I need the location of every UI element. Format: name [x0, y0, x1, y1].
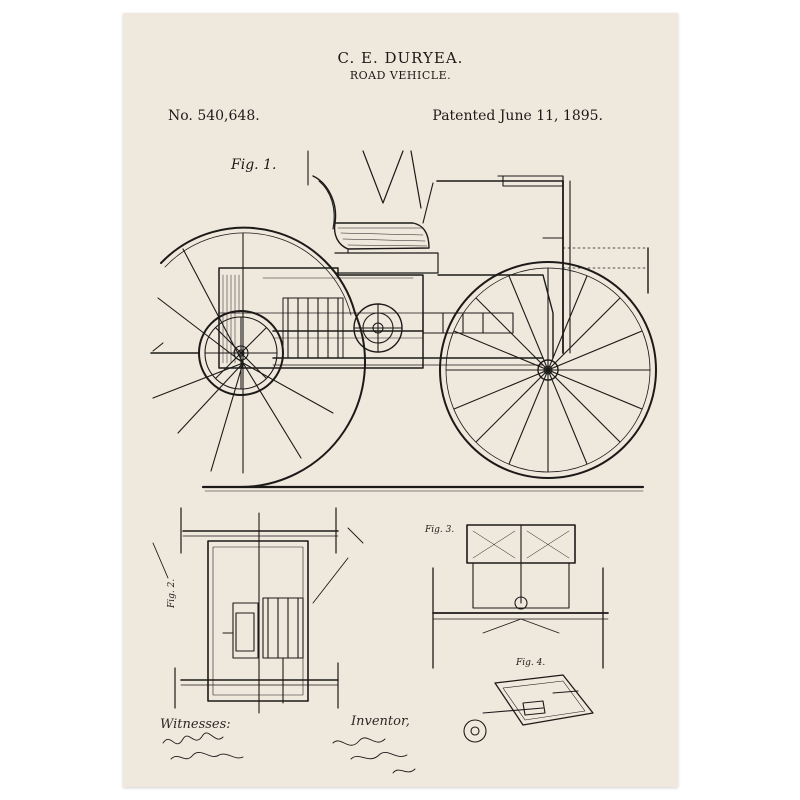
- patent-drawing: [150, 150, 657, 774]
- fig2-plan-view: [152, 507, 364, 714]
- patent-poster: C. E. DURYEA. ROAD VEHICLE. No. 540,648.…: [123, 13, 678, 787]
- patent-number: No. 540,648.: [168, 108, 260, 124]
- fig-3-label: Fig. 3.: [425, 525, 455, 535]
- patent-date: Patented June 11, 1895.: [432, 108, 603, 124]
- seat-icon: [312, 175, 439, 274]
- fig3-front-view: [432, 524, 609, 669]
- signature-scribbles: [162, 732, 416, 774]
- vehicle-body: [218, 267, 544, 369]
- inventor-label: Inventor,: [351, 714, 410, 729]
- fig4-gear-detail: [463, 674, 594, 743]
- inventor-heading: C. E. DURYEA.: [337, 49, 464, 67]
- fig1-vehicle-side-view: [150, 150, 657, 492]
- fig-1-label: Fig. 1.: [231, 157, 277, 173]
- invention-title: ROAD VEHICLE.: [349, 69, 452, 82]
- steering-column: [436, 175, 649, 359]
- front-wheel-icon: [439, 261, 657, 479]
- sprocket-wheel-icon: [150, 310, 284, 396]
- witnesses-label: Witnesses:: [160, 717, 231, 732]
- rear-wheel-icon: [152, 226, 366, 488]
- fig-4-label: Fig. 4.: [516, 658, 546, 668]
